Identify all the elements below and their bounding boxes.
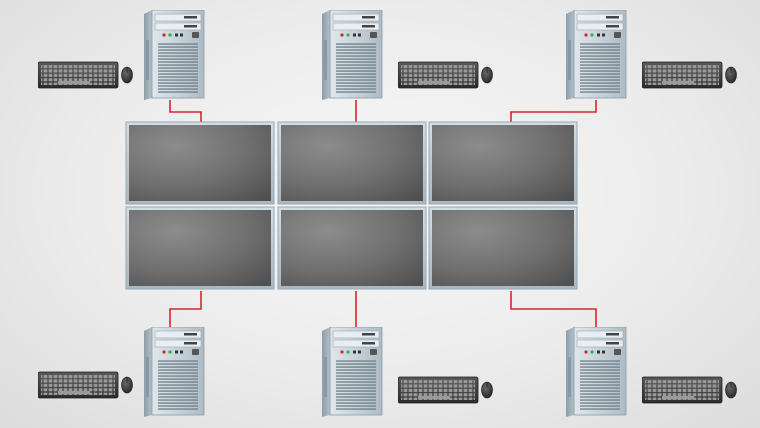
wall-screen-r2-c1: [125, 206, 275, 290]
wall-screen-r2-c2: [277, 206, 427, 290]
workstation-bottom-right: [566, 327, 737, 417]
keyboard-mouse-icon: [38, 371, 133, 399]
workstation-top-right: [566, 10, 737, 100]
connection-lines: [169, 100, 597, 330]
keyboard-mouse-icon: [642, 61, 737, 89]
connection-line-top-left: [169, 100, 202, 124]
wall-screen-r1-c2: [277, 121, 427, 205]
wall-screen-r1-c3: [428, 121, 578, 205]
workstation-bottom-left: [38, 327, 205, 417]
video-wall: [125, 121, 578, 290]
workstation-top-left: [38, 10, 205, 100]
computer-tower-icon: [144, 327, 205, 417]
connection-line-bottom-right: [510, 291, 597, 330]
connection-line-top-right: [510, 100, 597, 124]
keyboard-mouse-icon: [398, 376, 493, 404]
keyboard-mouse-icon: [398, 61, 493, 89]
workstation-bottom-center: [322, 327, 493, 417]
computer-tower-icon: [566, 327, 627, 417]
keyboard-mouse-icon: [38, 61, 133, 89]
keyboard-mouse-icon: [642, 376, 737, 404]
connection-line-bottom-left: [169, 291, 202, 330]
wall-screen-r1-c1: [125, 121, 275, 205]
wall-screen-r2-c3: [428, 206, 578, 290]
computer-tower-icon: [144, 10, 205, 100]
computer-tower-icon: [322, 10, 383, 100]
computer-tower-icon: [322, 327, 383, 417]
workstation-top-center: [322, 10, 493, 100]
computer-tower-icon: [566, 10, 627, 100]
